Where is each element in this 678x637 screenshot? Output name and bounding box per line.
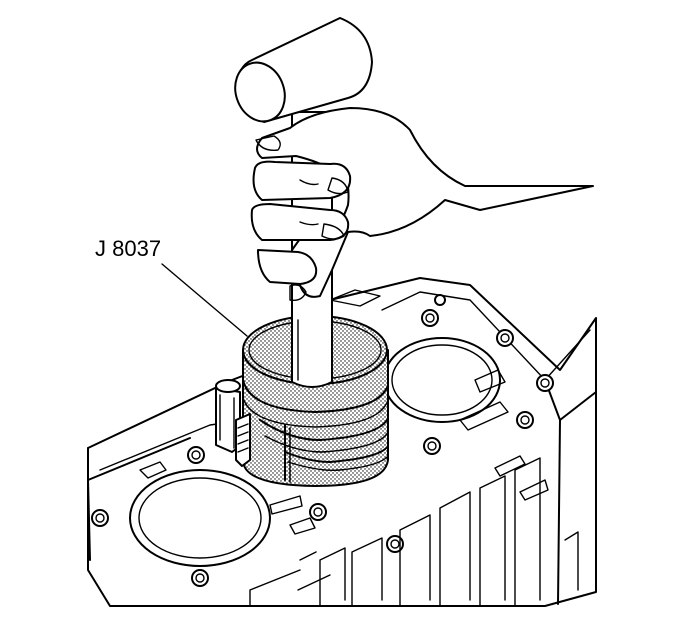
piston-ring-compressor [215,315,389,487]
cylinder-bore-front [129,469,271,567]
callout-label: J 8037 [95,236,161,261]
hand [250,107,594,302]
compressor-ratchet [215,379,251,467]
head-bolt-holes [91,294,554,587]
leader-line [161,263,248,337]
block-front-ribs [249,457,579,607]
tool-callout: J 8037 [95,236,248,337]
